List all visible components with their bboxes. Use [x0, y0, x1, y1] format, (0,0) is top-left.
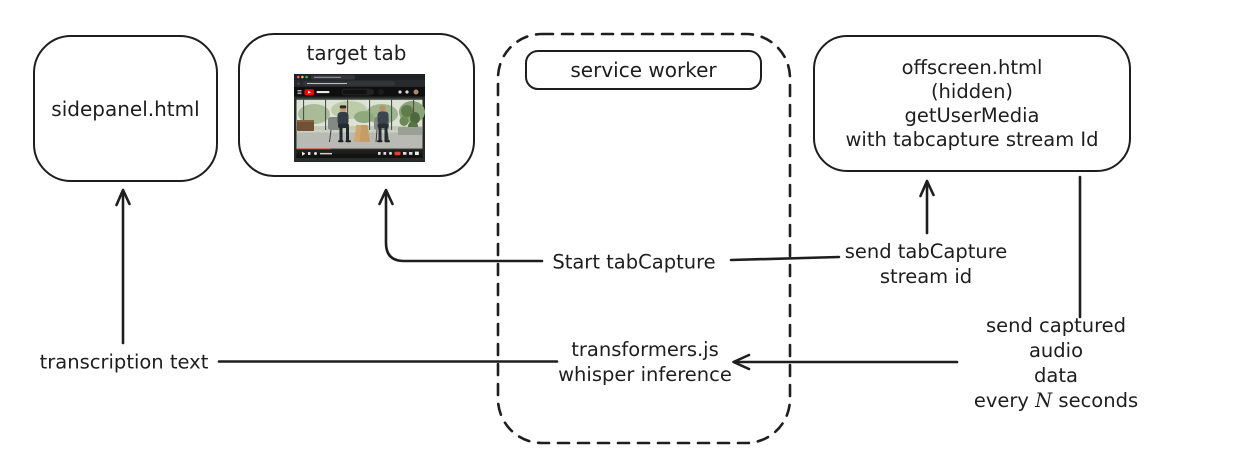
stool-highlight	[354, 125, 362, 142]
video-floor	[296, 132, 423, 154]
label-send-audio: send captured audio data every N seconds	[956, 313, 1156, 413]
youtube-wordmark	[316, 91, 330, 94]
label-start-tabcapture: Start tabCapture	[552, 250, 716, 274]
browser-tab-title-text	[314, 76, 341, 78]
node-service-worker: service worker	[525, 50, 762, 90]
progress-played	[296, 148, 331, 150]
video-control-bar	[296, 148, 423, 158]
transformers-line-1: transformers.js	[571, 338, 719, 361]
mic-icon	[378, 89, 384, 95]
offscreen-line-4: with tabcapture stream Id	[845, 127, 1099, 151]
offscreen-line-1: offscreen.html	[901, 55, 1043, 79]
video-trees	[298, 104, 330, 124]
settings-icon	[383, 152, 387, 155]
service-worker-dashed-container	[496, 32, 792, 445]
service-worker-label: service worker	[570, 58, 717, 82]
menu-icon-line	[297, 93, 302, 95]
sidepanel-label: sidepanel.html	[51, 96, 200, 121]
address-bar	[303, 81, 395, 86]
browser-title-bar	[294, 74, 425, 80]
arrow-start-tabcapture-to-target-tab	[384, 191, 544, 263]
cabinet-top	[297, 120, 314, 122]
volume-icon	[314, 152, 317, 155]
next-icon	[308, 152, 311, 155]
fullscreen-icon	[415, 151, 419, 155]
node-target-tab: target tab	[238, 33, 475, 177]
progress-track	[296, 148, 423, 150]
n-seconds-variable: N	[1035, 389, 1053, 412]
offscreen-line-3: getUserMedia	[904, 103, 1040, 127]
label-send-stream-id: send tabCapture stream id	[845, 239, 1008, 289]
target-tab-label: target tab	[306, 41, 407, 65]
youtube-play-glyph	[308, 90, 311, 94]
send-stream-id-line-2: stream id	[879, 265, 973, 288]
cabinet	[297, 120, 314, 131]
node-sidepanel: sidepanel.html	[33, 35, 218, 182]
create-icon	[398, 90, 402, 94]
person-left	[337, 105, 351, 143]
close-window-icon	[296, 75, 300, 79]
offscreen-line-2: (hidden)	[930, 79, 1014, 103]
transformers-line-2: whisper inference	[558, 363, 732, 386]
theater-icon	[409, 152, 413, 155]
miniplayer-icon	[403, 152, 407, 155]
label-transformers: transformers.js whisper inference	[558, 337, 732, 387]
minimize-window-icon	[301, 75, 304, 79]
arrowhead-to-transformers	[732, 353, 751, 371]
send-audio-line-2: data	[1034, 364, 1078, 387]
search-icon	[366, 89, 374, 95]
avatar	[413, 89, 419, 95]
send-audio-line-1: send captured audio	[985, 314, 1127, 362]
send-audio-line-3: every N seconds	[973, 389, 1139, 412]
cast-icon	[389, 151, 392, 155]
url-text	[307, 83, 347, 84]
maximize-window-icon	[305, 75, 308, 79]
time-display	[320, 152, 332, 155]
video-trees	[354, 111, 374, 123]
play-icon	[302, 151, 306, 156]
target-tab-screenshot	[294, 74, 425, 162]
captions-icon	[378, 152, 381, 155]
arrowhead-to-target-tab	[378, 188, 394, 206]
arrowhead-to-sidepanel	[115, 188, 131, 207]
watch-on-youtube-icon	[394, 151, 401, 156]
menu-icon-line	[297, 91, 302, 93]
line-stream-id-to-start-tabcapture	[729, 255, 841, 262]
node-offscreen: offscreen.html (hidden) getUserMedia wit…	[813, 35, 1131, 172]
window-beam	[296, 98, 423, 100]
person-right	[377, 105, 390, 143]
bench	[398, 127, 422, 135]
send-stream-id-line-1: send tabCapture	[844, 240, 1008, 263]
notifications-icon	[405, 90, 409, 94]
back-icon	[297, 82, 300, 85]
label-transcription-text: transcription text	[39, 350, 209, 374]
menu-icon	[297, 90, 302, 91]
arrowhead-to-offscreen	[919, 179, 935, 198]
